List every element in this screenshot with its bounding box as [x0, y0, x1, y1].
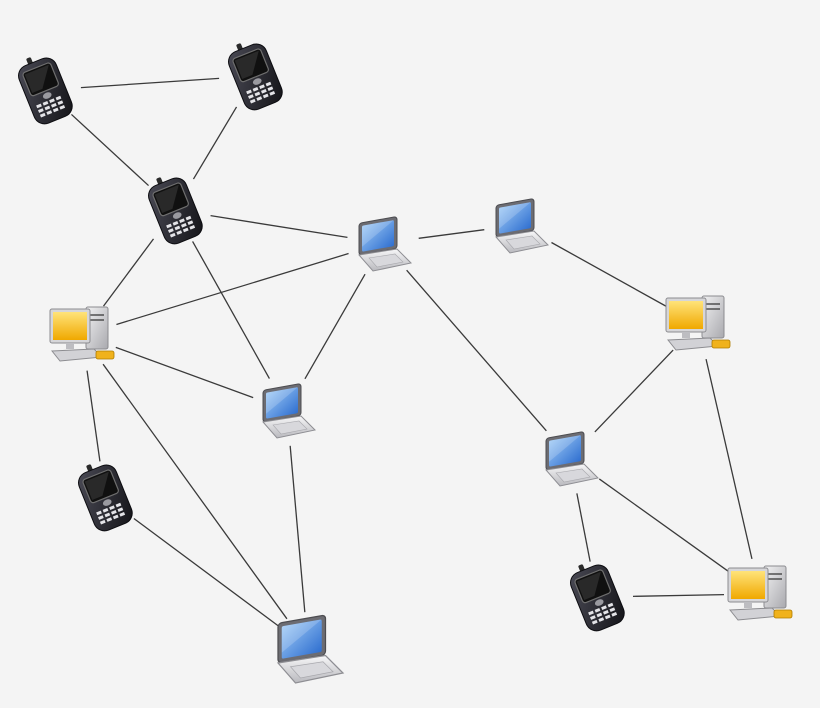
edge-laptop-3-to-laptop-4: [289, 445, 306, 613]
laptop-1-node: [358, 216, 412, 272]
smartphone-icon: [12, 48, 77, 128]
edge-laptop-5-to-phone-5: [576, 493, 591, 562]
edge-desktop-1-to-laptop-3: [115, 346, 254, 399]
laptop-icon: [358, 216, 412, 272]
edge-phone-3-to-laptop-3: [192, 241, 270, 379]
smartphone-icon: [72, 455, 137, 535]
desktop-computer-icon: [665, 295, 731, 351]
edge-phone-1-to-phone-2: [80, 77, 220, 89]
laptop-5-node: [545, 431, 599, 487]
phone-1-node: [12, 48, 77, 128]
phone-3-node: [142, 168, 207, 248]
edge-laptop-1-to-laptop-3: [304, 273, 366, 380]
edge-phone-3-to-desktop-1: [102, 238, 155, 307]
laptop-icon: [277, 614, 344, 684]
edge-phone-4-to-laptop-4: [133, 517, 280, 628]
edge-phone-1-to-phone-3: [71, 113, 149, 187]
edge-laptop-5-to-desktop-3: [598, 478, 732, 574]
edge-laptop-1-to-laptop-2: [418, 229, 485, 239]
connection-lines: [71, 77, 753, 628]
smartphone-icon: [222, 34, 287, 114]
edge-laptop-1-to-desktop-1: [116, 252, 349, 326]
edge-phone-5-to-desktop-3: [632, 594, 725, 597]
edge-phone-2-to-phone-3: [192, 106, 238, 180]
laptop-icon: [262, 383, 316, 439]
smartphone-icon: [142, 168, 207, 248]
edge-desktop-1-to-laptop-4: [102, 363, 288, 620]
phone-5-node: [564, 555, 629, 635]
laptop-4-node: [277, 614, 344, 684]
phone-4-node: [72, 455, 137, 535]
desktop-2-node: [665, 295, 731, 351]
edge-laptop-1-to-laptop-5: [406, 269, 547, 432]
desktop-1-node: [49, 306, 115, 362]
laptop-icon: [545, 431, 599, 487]
smartphone-icon: [564, 555, 629, 635]
desktop-3-node: [727, 565, 793, 621]
laptop-icon: [495, 198, 549, 254]
laptop-3-node: [262, 383, 316, 439]
edge-desktop-1-to-phone-4: [86, 370, 101, 462]
laptop-2-node: [495, 198, 549, 254]
desktop-computer-icon: [49, 306, 115, 362]
phone-2-node: [222, 34, 287, 114]
desktop-computer-icon: [727, 565, 793, 621]
network-nodes: [12, 34, 793, 684]
edge-phone-3-to-laptop-1: [210, 214, 348, 239]
edge-laptop-2-to-desktop-2: [551, 241, 667, 308]
edge-desktop-2-to-laptop-5: [594, 349, 674, 433]
edge-desktop-2-to-desktop-3: [705, 358, 753, 560]
